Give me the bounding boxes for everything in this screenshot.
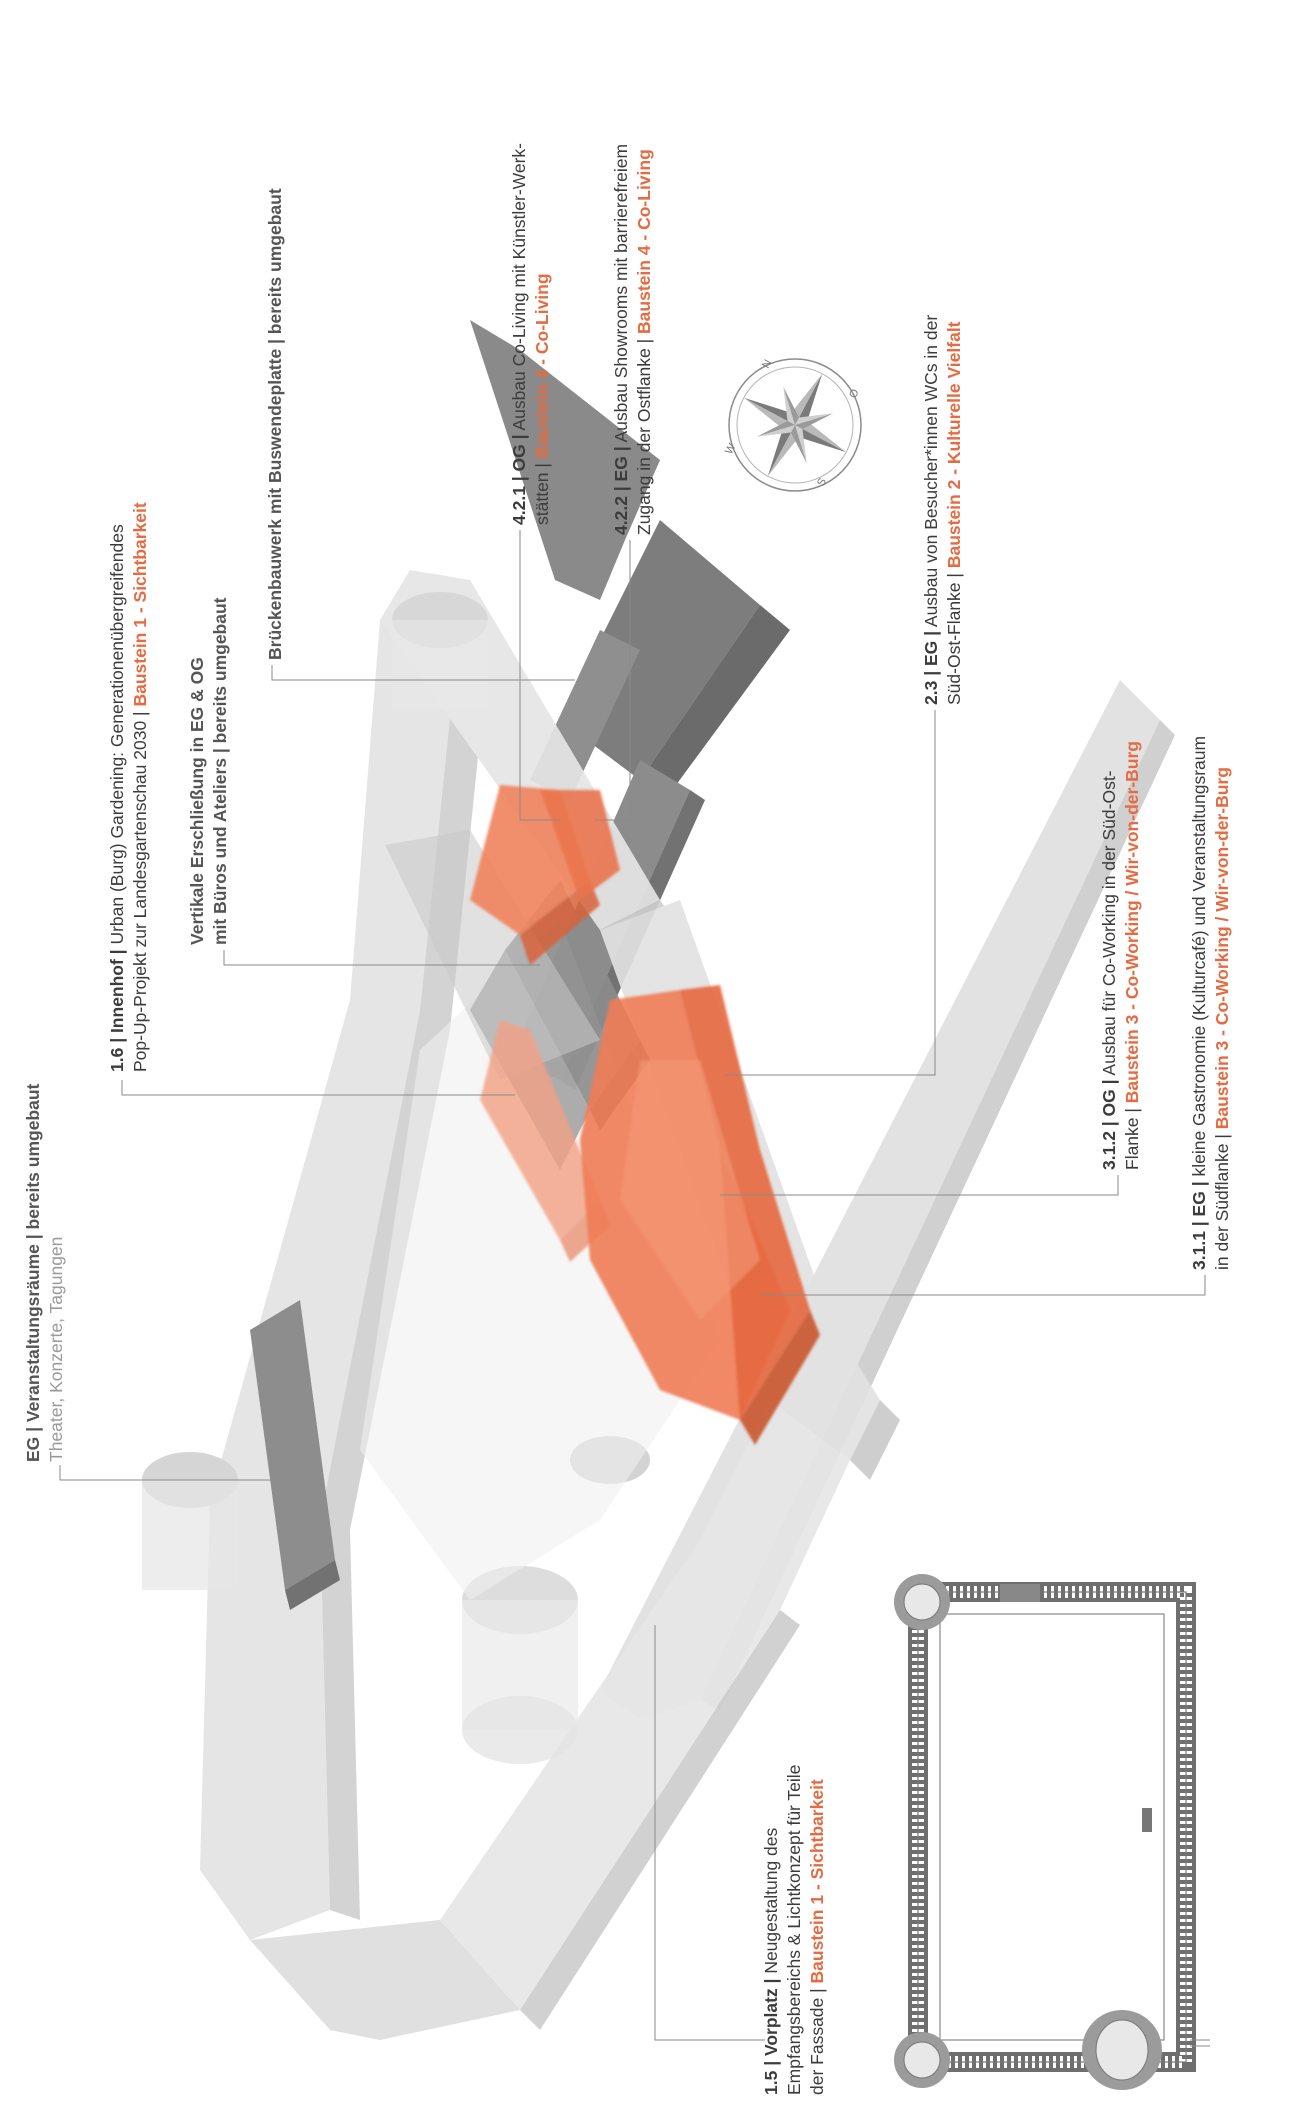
label-innenhof-text1: Urban (Burg) Gardening: Generationenüber… xyxy=(107,524,127,949)
label-gastro: 3.1.1 | EG | kleine Gastronomie (Kulturc… xyxy=(1188,736,1234,1270)
label-showrooms-tag: Baustein 4 - Co-Living xyxy=(634,149,654,334)
leader-coworking xyxy=(720,1175,1118,1195)
label-gastro-text2: in der Südflanke | xyxy=(1212,1129,1232,1270)
label-gastro-text1: kleine Gastronomie (Kulturcafé) und Vera… xyxy=(1189,736,1209,1182)
label-vorplatz-tag: Baustein 1 - Sichtbarkeit xyxy=(807,1779,827,1983)
label-coliving-og-text2: stätten | xyxy=(532,458,552,525)
label-wcs-id: 2.3 | EG | xyxy=(921,631,941,705)
leader-eg-veranstaltung xyxy=(60,1465,275,1480)
leader-gastro xyxy=(760,1275,1205,1295)
leader-showrooms xyxy=(595,540,630,820)
label-bruecke-line1: Brückenbauwerk mit Buswendeplatte | bere… xyxy=(264,188,287,660)
label-wcs: 2.3 | EG | Ausbau von Besucher*innen WCs… xyxy=(920,315,966,705)
leader-coliving xyxy=(520,530,560,820)
label-coliving-og-text1: Ausbau Co-Living mit Künstler-Werk- xyxy=(509,143,529,434)
label-gastro-id: 3.1.1 | EG | xyxy=(1189,1181,1209,1270)
leader-erschliessung xyxy=(224,950,540,965)
leader-vorplatz xyxy=(655,1625,765,2040)
label-coworking: 3.1.2 | OG | Ausbau für Co-Working in de… xyxy=(1098,741,1144,1170)
label-coliving-og-id: 4.2.1 | OG | xyxy=(509,434,529,525)
leader-wcs xyxy=(725,710,935,1075)
label-vorplatz-text3: der Fassade | xyxy=(807,1983,827,2095)
label-coworking-text1: Ausbau für Co-Working in der Süd-Ost- xyxy=(1099,770,1119,1079)
label-innenhof: 1.6 | Innenhof | Urban (Burg) Gardening:… xyxy=(106,502,152,1072)
label-innenhof-text2: Pop-Up-Projekt zur Landesgartenschau 203… xyxy=(130,707,150,1072)
label-coworking-id: 3.1.2 | OG | xyxy=(1099,1079,1119,1170)
label-gastro-tag: Baustein 3 - Co-Working / Wir-von-der-Bu… xyxy=(1212,767,1232,1129)
label-wcs-text1: Ausbau von Besucher*innen WCs in der xyxy=(921,315,941,631)
label-vorplatz: 1.5 | Vorplatz | Neugestaltung des Empfa… xyxy=(760,1765,829,2095)
label-showrooms: 4.2.2 | EG | Ausbau Showrooms mit barrie… xyxy=(610,144,656,535)
label-bruecke: Brückenbauwerk mit Buswendeplatte | bere… xyxy=(264,188,287,660)
label-coworking-text2: Flanke | xyxy=(1122,1103,1142,1170)
label-eg-veranstaltung: EG | Veranstaltungsräume | bereits umgeb… xyxy=(22,1084,68,1462)
label-eg-veranstaltung-title: EG | Veranstaltungsräume | bereits umgeb… xyxy=(22,1084,45,1462)
label-coworking-tag: Baustein 3 - Co-Working / Wir-von-der-Bu… xyxy=(1122,741,1142,1103)
label-erschliessung: Vertikale Erschließung in EG & OG mit Bü… xyxy=(186,598,232,946)
label-innenhof-tag: Baustein 1 - Sichtbarkeit xyxy=(130,502,150,706)
label-showrooms-text1: Ausbau Showrooms mit barrierefreiem xyxy=(611,144,631,446)
leader-bruecke xyxy=(272,665,575,680)
label-wcs-tag: Baustein 2 - Kulturelle Vielfalt xyxy=(944,321,964,568)
label-innenhof-id: 1.6 | Innenhof | xyxy=(107,949,127,1072)
label-showrooms-id: 4.2.2 | EG | xyxy=(611,446,631,535)
label-vorplatz-id: 1.5 | Vorplatz | xyxy=(761,1979,781,2095)
label-eg-veranstaltung-sub: Theater, Konzerte, Tagungen xyxy=(45,1084,68,1462)
label-vorplatz-text1: Neugestaltung des xyxy=(761,1828,781,1979)
leader-innenhof xyxy=(122,1080,515,1095)
label-wcs-text2: Süd-Ost-Flanke | xyxy=(944,568,964,705)
label-coliving-og: 4.2.1 | OG | Ausbau Co-Living mit Künstl… xyxy=(508,143,554,525)
label-erschliessung-line1: Vertikale Erschließung in EG & OG xyxy=(186,598,209,946)
label-showrooms-text2: Zugang in der Ostflanke | xyxy=(634,334,654,535)
label-vorplatz-text2: Empfangsbereichs & Lichtkonzept für Teil… xyxy=(783,1765,806,2095)
label-coliving-og-tag: Baustein 4 - Co-Living xyxy=(532,273,552,458)
label-erschliessung-line2: mit Büros und Ateliers | bereits umgebau… xyxy=(209,598,232,946)
